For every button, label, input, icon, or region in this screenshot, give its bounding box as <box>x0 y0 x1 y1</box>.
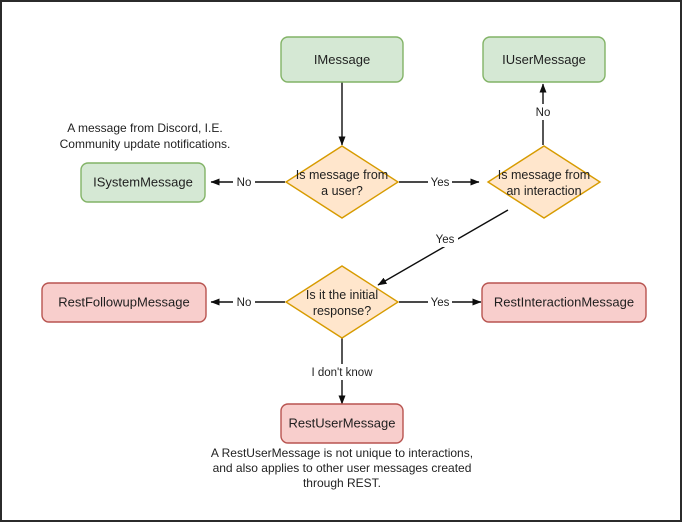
node-iusermessage[interactable]: IUserMessage <box>482 36 606 83</box>
node-restinteractionmessage[interactable]: RestInteractionMessage <box>481 282 647 323</box>
decision-is-message-from-interaction-label-line2: an interaction <box>506 184 581 198</box>
node-imessage[interactable]: IMessage <box>280 36 404 83</box>
node-isystemmessage-label: ISystemMessage <box>93 174 193 189</box>
note-restusermessage-line2: and also applies to other user messages … <box>213 461 472 475</box>
decision-is-message-from-interaction-label-line1: Is message from <box>498 168 590 182</box>
decision-is-initial-response-label-line2: response? <box>313 304 371 318</box>
edge-label-yes-initial: Yes <box>436 234 455 246</box>
edge-label-yes-interaction: Yes <box>431 177 450 189</box>
decision-is-initial-response-shape[interactable] <box>284 265 400 339</box>
edge-decision-user-to-isystemmessage: No <box>210 174 285 190</box>
node-iusermessage-shape[interactable] <box>482 36 606 83</box>
node-isystemmessage-shape[interactable] <box>80 162 206 203</box>
note-restusermessage-line3: through REST. <box>303 476 381 490</box>
decision-is-message-from-user-shape[interactable] <box>284 145 400 219</box>
node-restinteractionmessage-label: RestInteractionMessage <box>494 294 634 309</box>
node-imessage-shape[interactable] <box>280 36 404 83</box>
note-restusermessage: A RestUserMessage is not unique to inter… <box>211 446 473 490</box>
decision-is-message-from-user-label-line1: Is message from <box>296 168 388 182</box>
edge-decision-initial-to-restusermessage: I don't know <box>302 326 382 405</box>
note-restusermessage-line1: A RestUserMessage is not unique to inter… <box>211 446 473 460</box>
node-restfollowupmessage-shape[interactable] <box>41 282 207 323</box>
decision-is-initial-response-label-line1: Is it the initial <box>306 288 378 302</box>
node-isystemmessage[interactable]: ISystemMessage <box>80 162 206 203</box>
edge-label-no-followup: No <box>237 297 252 309</box>
node-restusermessage-label: RestUserMessage <box>289 415 396 430</box>
node-restfollowupmessage-label: RestFollowupMessage <box>58 294 190 309</box>
edge-label-no-system: No <box>237 177 252 189</box>
note-system-message-line2: Community update notifications. <box>60 137 231 151</box>
decision-is-message-from-user-label-line2: a user? <box>321 184 363 198</box>
node-decision-is-initial-response[interactable]: Is it the initial response? <box>284 265 400 339</box>
node-restinteractionmessage-shape[interactable] <box>481 282 647 323</box>
node-imessage-label: IMessage <box>314 52 370 67</box>
decision-is-message-from-interaction-shape[interactable] <box>486 145 602 219</box>
node-decision-is-message-from-user[interactable]: Is message from a user? <box>284 145 400 219</box>
edge-decision-interaction-to-decision-initial: Yes <box>377 209 509 286</box>
node-restusermessage-shape[interactable] <box>280 403 404 444</box>
note-system-message: A message from Discord, I.E. Community u… <box>60 121 231 151</box>
edge-decision-interaction-to-iusermessage: No <box>532 83 554 145</box>
node-restusermessage[interactable]: RestUserMessage <box>280 403 404 444</box>
edge-decision-initial-to-restfollowupmessage: No <box>210 294 285 310</box>
edge-decision-user-to-decision-interaction: Yes <box>399 174 480 190</box>
edge-label-yes-restinteraction: Yes <box>431 297 450 309</box>
note-system-message-line1: A message from Discord, I.E. <box>67 121 222 135</box>
edge-label-i-dont-know: I don't know <box>311 367 373 379</box>
edge-decision-initial-to-restinteractionmessage: Yes <box>399 294 482 310</box>
node-decision-is-message-from-interaction[interactable]: Is message from an interaction <box>486 145 602 219</box>
edge-label-no-usermessage: No <box>536 107 551 119</box>
node-iusermessage-label: IUserMessage <box>502 52 586 67</box>
node-restfollowupmessage[interactable]: RestFollowupMessage <box>41 282 207 323</box>
